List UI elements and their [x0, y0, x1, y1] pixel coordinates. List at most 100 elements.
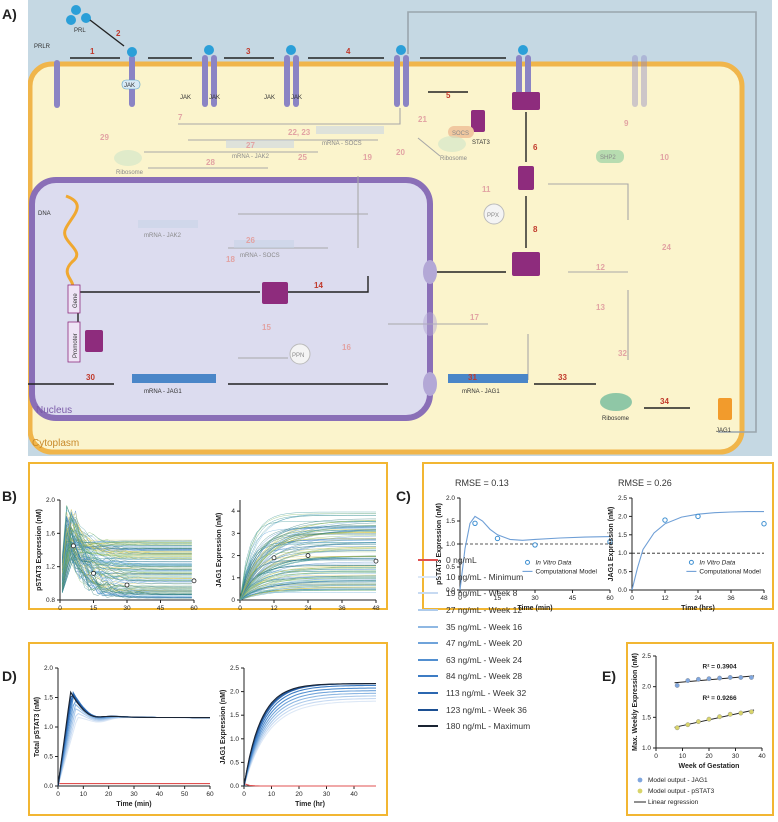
legend-row: 113 ng/mL - Week 32	[418, 685, 576, 702]
step-number: 8	[533, 225, 538, 234]
x-axis-title: Time (hrs)	[681, 605, 715, 612]
x-tick-label: 36	[727, 595, 735, 602]
y-tick-label: 2.0	[642, 684, 651, 691]
step-number: 2	[116, 29, 121, 38]
jag1-point	[696, 677, 700, 681]
y-axis-title: pSTAT3 Expression (nM)	[36, 509, 43, 591]
data-point	[306, 554, 310, 558]
mrna-socs-nuclear-label: mRNA - SOCS	[240, 253, 280, 259]
legend-model: Computational Model	[699, 568, 761, 575]
step-number: 26	[246, 236, 255, 245]
ppx-label: PPX	[487, 213, 499, 219]
y-tick-label: 0.0	[230, 783, 239, 790]
y-tick-label: 1.5	[618, 532, 627, 539]
legend-pstat3: Model output - pSTAT3	[648, 788, 715, 795]
step-number: 18	[226, 255, 235, 264]
x-tick-label: 50	[181, 791, 189, 798]
x-tick-label: 30	[123, 605, 131, 612]
stat3-monomer	[471, 110, 485, 132]
x-axis-title: Week of Gestation	[679, 763, 740, 770]
y-tick-label: 1.6	[46, 530, 55, 537]
step-number: 17	[470, 313, 479, 322]
legend-swatch	[418, 725, 438, 727]
legend-row: 47 ng/mL - Week 20	[418, 635, 576, 652]
x-tick-label: 30	[732, 753, 740, 760]
legend-row: 63 ng/mL - Week 24	[418, 652, 576, 669]
nuclear-pore	[423, 312, 437, 336]
step-number: 21	[418, 115, 427, 124]
y-tick-label: 1.0	[230, 736, 239, 743]
panel-d-border	[29, 643, 387, 815]
y-tick-label: 2.5	[618, 495, 627, 502]
legend-swatch	[418, 692, 438, 694]
pstat3-point	[675, 726, 679, 730]
step-number: 10	[660, 153, 669, 162]
x-tick-label: 40	[350, 791, 358, 798]
receptor-prlr	[54, 60, 60, 108]
step-number: 3	[246, 47, 251, 56]
legend-label: 113 ng/mL - Week 32	[446, 688, 526, 698]
jak-label: JAK	[291, 95, 302, 101]
jak-label: JAK	[209, 95, 220, 101]
legend-row: 19 ng/mL - Week 8	[418, 585, 576, 602]
legend-regression: Linear regression	[648, 799, 699, 806]
y-tick-label: 1.5	[642, 714, 651, 721]
step-number: 4	[346, 47, 351, 56]
jak-label: JAK	[180, 95, 191, 101]
legend-marker-data	[689, 560, 693, 564]
gene-label: Gene	[73, 293, 79, 308]
jag1-point	[728, 675, 732, 679]
jag1-point	[707, 676, 711, 680]
step-number: 1	[90, 47, 95, 56]
ribosome-label: Ribosome	[440, 156, 468, 162]
data-point	[192, 579, 196, 583]
legend-in-vitro: In Vitro Data	[699, 559, 735, 566]
legend-label: 35 ng/mL - Week 16	[446, 622, 522, 632]
y-tick-label: 1.0	[618, 550, 627, 557]
jak-label: JAK	[124, 83, 135, 89]
panel-d-label: D)	[2, 668, 17, 684]
y-tick-label: 2	[231, 553, 235, 560]
nuclear-pore	[423, 260, 437, 284]
data-point	[374, 559, 378, 563]
x-tick-label: 24	[304, 605, 312, 612]
legend-row: 123 ng/mL - Week 36	[418, 701, 576, 718]
data-point	[92, 571, 96, 575]
y-tick-label: 1.2	[46, 564, 55, 571]
pstat3-point	[686, 722, 690, 726]
legend-swatch	[418, 609, 438, 611]
step-number: 14	[314, 281, 323, 290]
data-point	[272, 556, 276, 560]
jag1-point	[739, 675, 743, 679]
pstat3-monomer	[518, 166, 534, 190]
legend-row: 10 ng/mL - Minimum	[418, 569, 576, 586]
r2-pstat3-label: R² = 0.9266	[703, 695, 738, 702]
x-tick-label: 0	[654, 753, 658, 760]
x-tick-label: 48	[372, 605, 380, 612]
mrna-jag1-nuclear-label: mRNA - JAG1	[144, 389, 182, 395]
y-axis-title: JAG1 Expression (nM)	[220, 690, 227, 765]
y-axis-title: Total pSTAT3 (nM)	[34, 697, 41, 757]
pstat3-dimer	[512, 252, 540, 276]
panel-e-label: E)	[602, 668, 616, 684]
legend-label: 27 ng/mL - Week 12	[446, 605, 522, 615]
legend-label: 19 ng/mL - Week 8	[446, 588, 517, 598]
ribosome-label: Ribosome	[116, 170, 144, 176]
step-number: 34	[660, 397, 669, 406]
x-tick-label: 45	[157, 605, 165, 612]
jag1-point	[717, 676, 721, 680]
y-tick-label: 0.5	[618, 569, 627, 576]
x-tick-label: 15	[90, 605, 98, 612]
nuclear-pore	[423, 372, 437, 396]
legend-swatch	[418, 659, 438, 661]
legend-jag1: Model output - JAG1	[648, 777, 708, 784]
x-axis-title: Time (min)	[116, 801, 151, 808]
ribosome-jag1	[600, 393, 632, 411]
y-axis-title: JAG1 Expression (nM)	[216, 513, 223, 588]
y-tick-label: 1.0	[44, 724, 53, 731]
step-number: 7	[178, 113, 183, 122]
jag1-label: JAG1	[716, 428, 732, 434]
step-number: 13	[596, 303, 605, 312]
step-number: 30	[86, 373, 95, 382]
